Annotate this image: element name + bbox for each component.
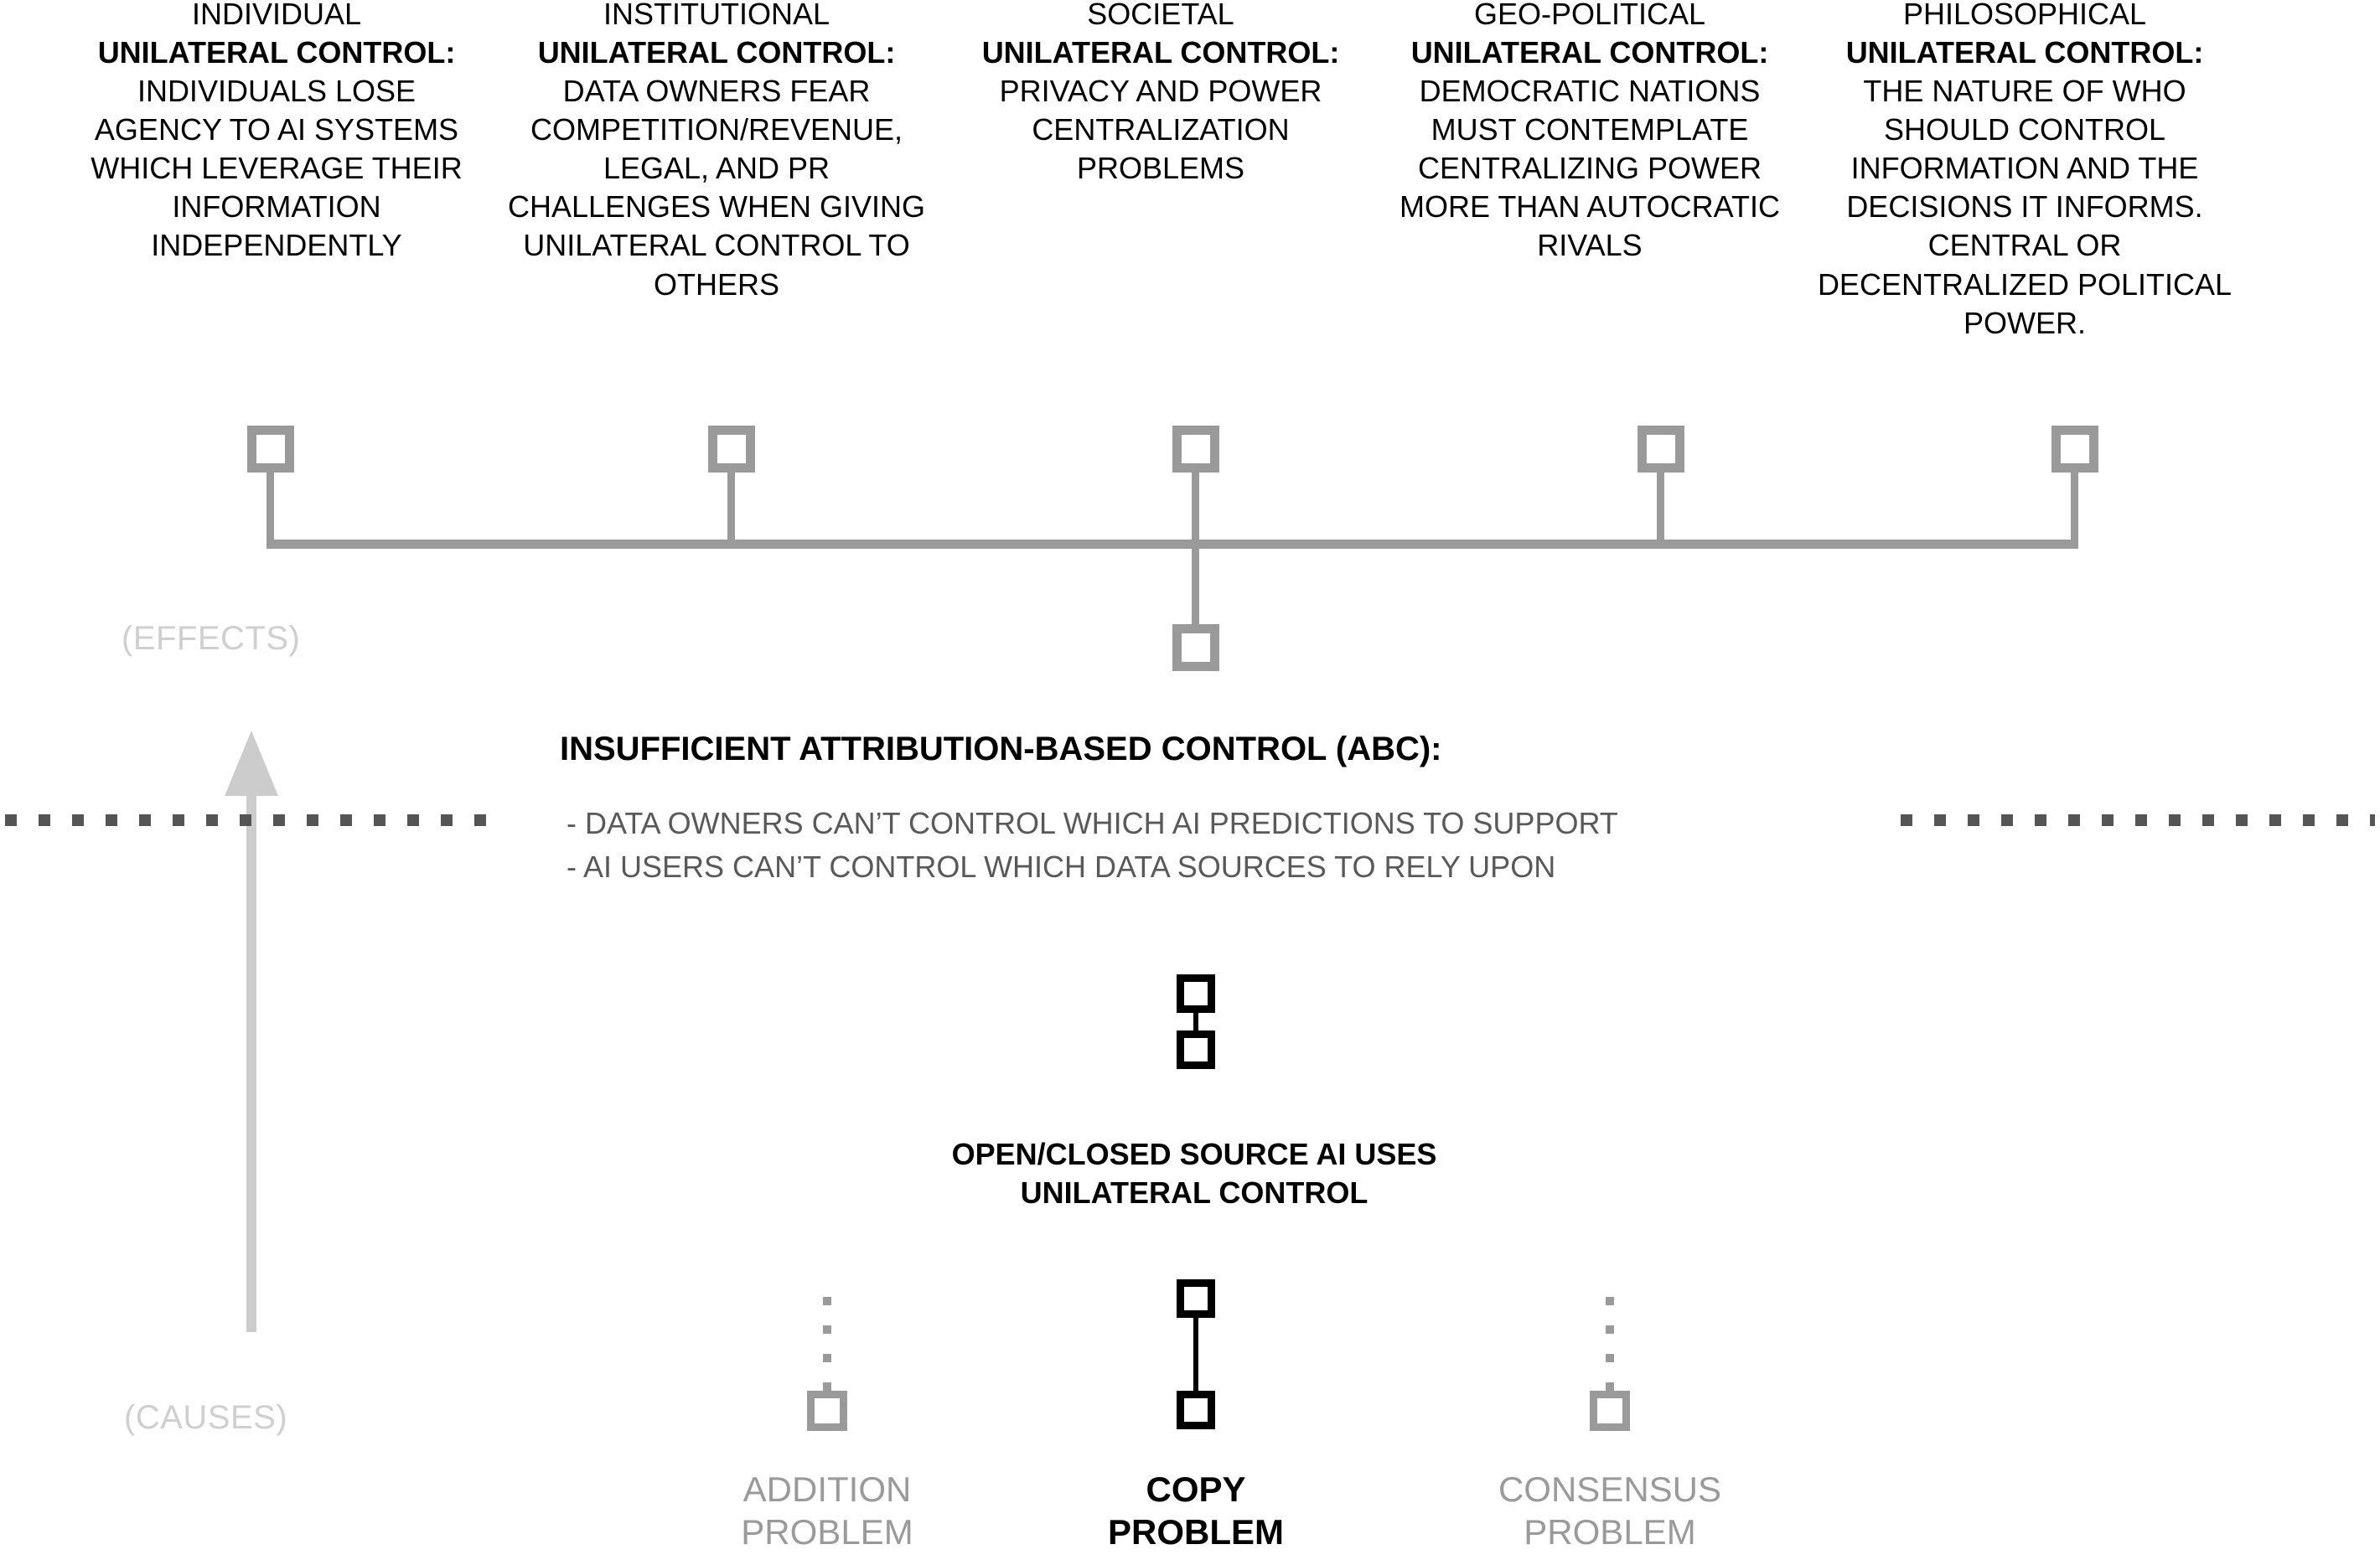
cause-node-title-line2: UNILATERAL CONTROL [1020,1175,1368,1211]
effect-connector-geo-political [1657,469,1664,545]
effect-description-text: THE NATURE OF WHO SHOULD CONTROL INFORMA… [1817,74,2233,340]
cause-node-square-top [1177,974,1215,1013]
copy-problem-node-square-bottom [1177,1391,1215,1429]
effect-category-label: GEO-POLITICAL [1473,0,1706,31]
axis-label-causes: (CAUSES) [124,1399,288,1436]
effect-heading-label: UNILATERAL CONTROL: [1410,35,1769,70]
causes-effects-divider-right [1901,814,2375,826]
consensus-problem-label-line2: PROBLEM [1524,1512,1696,1552]
addition-problem-node-square [807,1391,847,1431]
effect-category-label: INDIVIDUAL [191,0,362,31]
consensus-problem-label: CONSENSUS PROBLEM [1488,1468,1731,1553]
cause-node-title: OPEN/CLOSED SOURCE AI USES UNILATERAL CO… [907,1135,1482,1212]
effect-column-philosophical: PHILOSOPHICAL UNILATERAL CONTROL: THE NA… [1808,0,2241,343]
effect-node-square-philosophical [2051,426,2098,473]
effect-trunk-connector [1192,540,1199,628]
abc-title: INSUFFICIENT ATTRIBUTION-BASED CONTROL (… [560,731,1442,767]
addition-problem-label-line1: ADDITION [742,1469,912,1509]
copy-problem-label-line1: COPY [1146,1469,1246,1509]
effect-description-text: PRIVACY AND POWER CENTRALIZATION PROBLEM… [999,74,1322,186]
consensus-problem-dotted-connector [1606,1297,1614,1396]
effect-node-square-individual [247,426,294,473]
effect-heading-label: UNILATERAL CONTROL: [97,35,456,70]
effects-columns: INDIVIDUAL UNILATERAL CONTROL: INDIVIDUA… [0,0,2380,343]
effect-column-individual: INDIVIDUAL UNILATERAL CONTROL: INDIVIDUA… [75,0,478,266]
copy-problem-node-square-top [1177,1279,1215,1318]
causes-effects-divider-left [5,814,504,826]
direction-arrow-shaft [246,794,256,1332]
abc-bullet-data-owners: - DATA OWNERS CAN’T CONTROL WHICH AI PRE… [567,806,1618,840]
effect-category-label: INSTITUTIONAL [603,0,830,31]
effect-column-societal: SOCIETAL UNILATERAL CONTROL: PRIVACY AND… [955,0,1366,188]
direction-arrow-head [225,731,278,796]
effect-column-institutional: INSTITUTIONAL UNILATERAL CONTROL: DATA O… [494,0,939,304]
effect-heading-label: UNILATERAL CONTROL: [537,35,896,70]
effect-description-text: DATA OWNERS FEAR COMPETITION/REVENUE, LE… [507,74,926,302]
effect-connector-individual [266,469,274,545]
copy-problem-label: COPY PROBLEM [1074,1468,1317,1553]
effect-trunk-node-square [1172,624,1219,671]
consensus-problem-node-square [1590,1391,1630,1431]
copy-problem-label-line2: PROBLEM [1108,1512,1284,1552]
effect-description-text: INDIVIDUALS LOSE AGENCY TO AI SYSTEMS WH… [91,74,463,263]
consensus-problem-label-line1: CONSENSUS [1498,1469,1722,1509]
effect-connector-philosophical [2071,469,2078,545]
effect-connector-societal [1192,469,1199,545]
effect-category-label: PHILOSOPHICAL [1902,0,2147,31]
effect-heading-label: UNILATERAL CONTROL: [1845,35,2204,70]
effect-node-square-geo-political [1638,426,1684,473]
effect-column-geo-political: GEO-POLITICAL UNILATERAL CONTROL: DEMOCR… [1373,0,1807,266]
addition-problem-label: ADDITION PROBLEM [706,1468,949,1553]
effect-bus-line [266,540,2078,549]
effect-node-square-institutional [708,426,755,473]
abc-bullet-ai-users: - AI USERS CAN’T CONTROL WHICH DATA SOUR… [567,850,1556,884]
effect-category-label: SOCIETAL [1087,0,1234,31]
effect-description-text: DEMOCRATIC NATIONS MUST CONTEMPLATE CENT… [1399,74,1781,263]
addition-problem-label-line2: PROBLEM [741,1512,913,1552]
cause-node-square-bottom [1177,1030,1215,1069]
addition-problem-dotted-connector [823,1297,831,1396]
effect-connector-institutional [727,469,735,545]
effect-node-square-societal [1172,426,1219,473]
cause-node-title-line1: OPEN/CLOSED SOURCE AI USES [951,1137,1437,1171]
cause-node-connector [1193,1010,1198,1033]
effect-heading-label: UNILATERAL CONTROL: [981,35,1340,70]
axis-label-effects: (EFFECTS) [122,620,301,657]
copy-problem-node-connector [1193,1314,1198,1393]
